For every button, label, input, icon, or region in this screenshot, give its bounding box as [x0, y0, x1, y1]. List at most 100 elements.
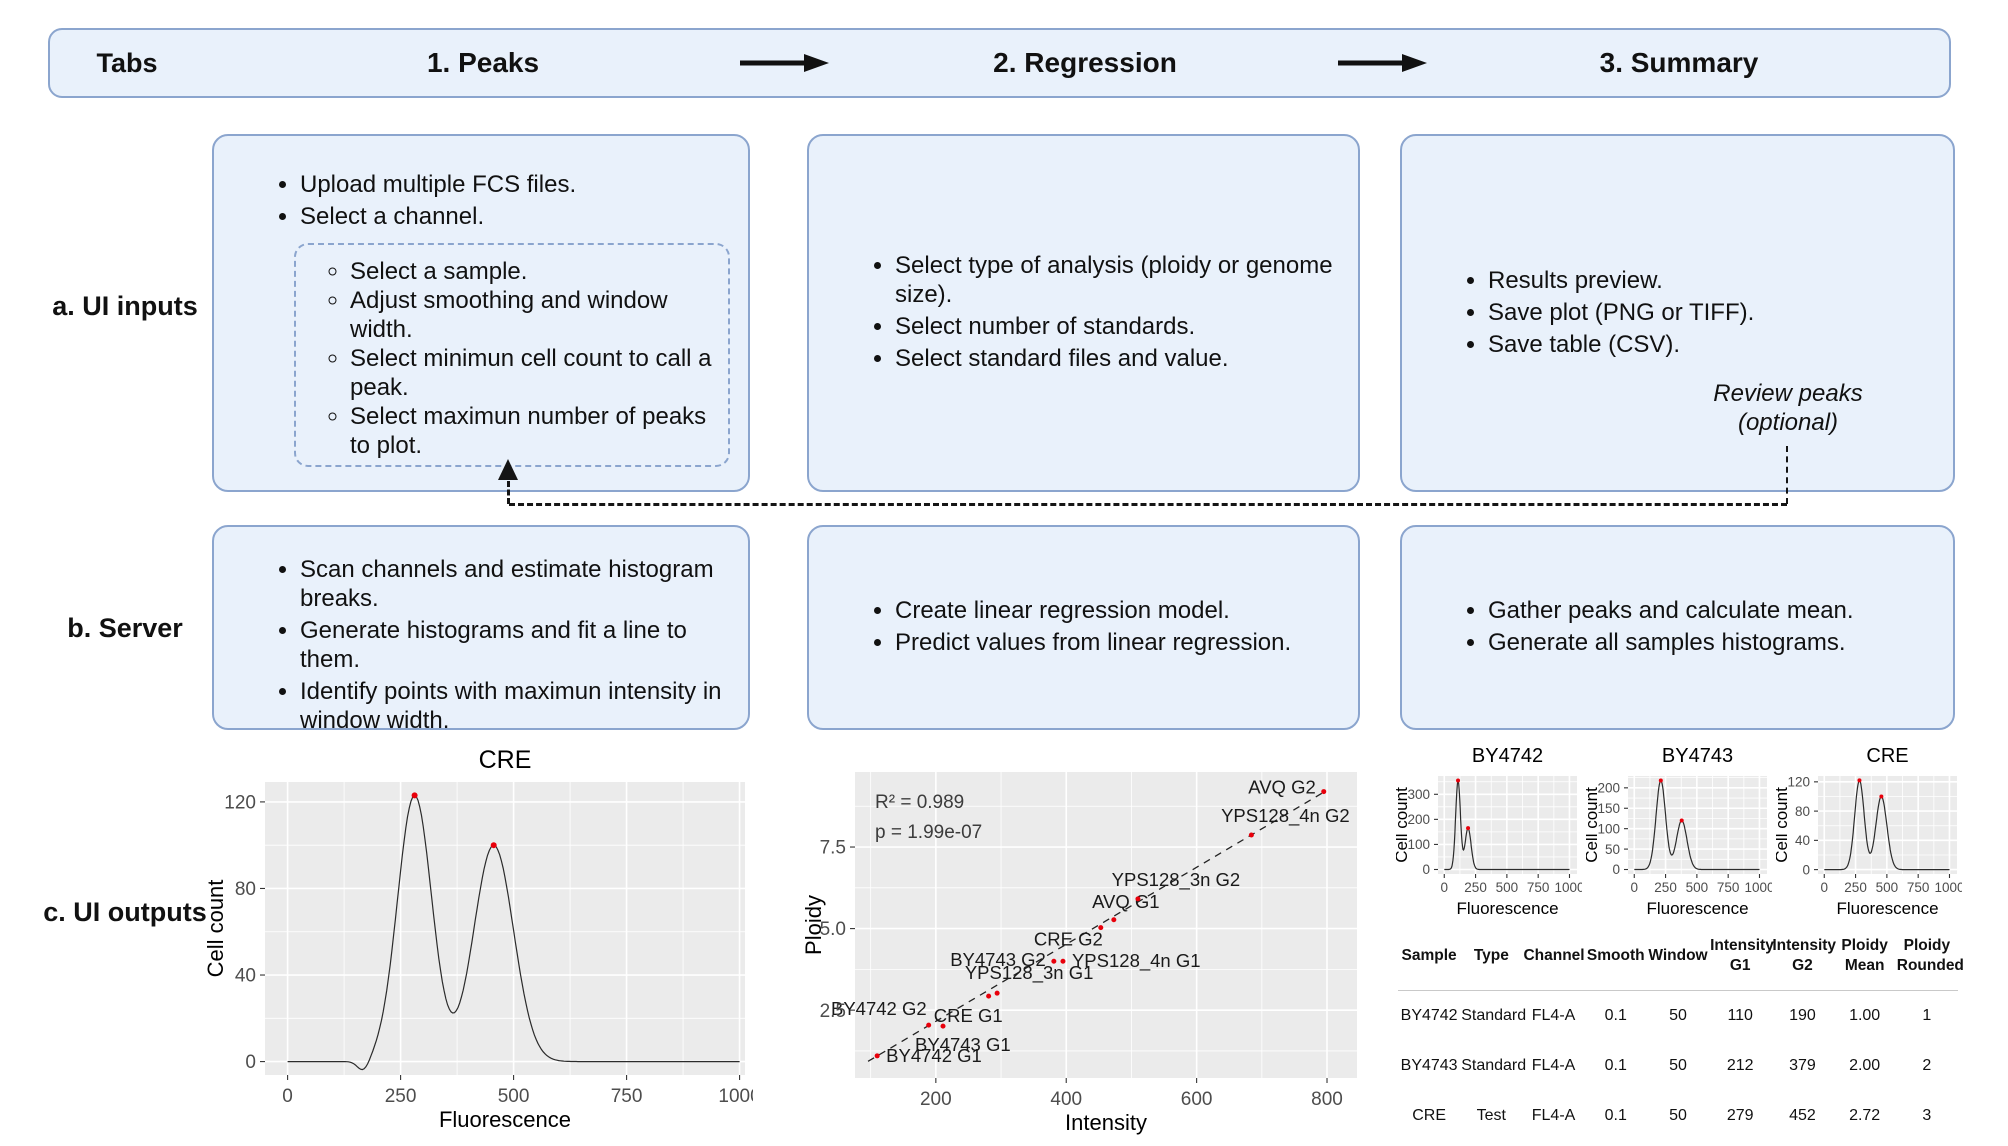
svg-text:Cell count: Cell count — [1396, 787, 1411, 863]
table-cell: FL4-A — [1531, 1107, 1576, 1125]
bullet-item: Save table (CSV). — [1488, 330, 1937, 359]
svg-text:CRE G2: CRE G2 — [1034, 929, 1103, 950]
svg-text:500: 500 — [498, 1086, 530, 1107]
ui-inputs-peaks-list: Upload multiple FCS files.Select a chann… — [270, 170, 734, 231]
connector-horizontal — [509, 503, 1787, 506]
table-cell: 50 — [1669, 1007, 1687, 1025]
table-cell: 50 — [1669, 1107, 1687, 1125]
results-header-cell: Sample — [1398, 928, 1461, 992]
table-cell: 50 — [1669, 1057, 1687, 1075]
svg-text:0: 0 — [1631, 880, 1639, 895]
bullet-item: Results preview. — [1488, 266, 1937, 295]
bullet-item: Generate all samples histograms. — [1488, 628, 1937, 657]
ui-inputs-regression-box: Select type of analysis (ploidy or genom… — [807, 134, 1360, 492]
svg-text:BY4743: BY4743 — [1662, 748, 1733, 767]
table-cell: 190 — [1789, 1007, 1816, 1025]
svg-text:750: 750 — [1717, 880, 1740, 895]
table-cell: 3 — [1922, 1107, 1932, 1125]
table-cell: 2.72 — [1849, 1107, 1881, 1125]
results-header-cell: Intensity G1 — [1709, 928, 1774, 992]
tab-summary: 3. Summary — [1599, 47, 1759, 78]
peak-options-dashed-box: Select a sample.Adjust smoothing and win… — [294, 243, 730, 467]
svg-text:Cell count: Cell count — [1776, 787, 1791, 863]
svg-text:YPS128_3n G2: YPS128_3n G2 — [1112, 869, 1241, 891]
svg-text:200: 200 — [1597, 781, 1620, 796]
bullet-item: Select maximun number of peaks to plot. — [350, 402, 718, 460]
svg-text:800: 800 — [1311, 1089, 1343, 1110]
svg-text:BY4743 G1: BY4743 G1 — [915, 1034, 1011, 1055]
svg-text:500: 500 — [1496, 880, 1519, 895]
table-cell: 0.1 — [1604, 1007, 1627, 1025]
svg-text:p = 1.99e-07: p = 1.99e-07 — [875, 822, 982, 843]
svg-text:0: 0 — [1441, 880, 1449, 895]
svg-text:BY4742: BY4742 — [1472, 748, 1543, 767]
ui-inputs-summary-box: Results preview. Save plot (PNG or TIFF).… — [1400, 134, 1955, 492]
bullet-item: Upload multiple FCS files. — [300, 170, 734, 199]
svg-text:1000: 1000 — [1934, 880, 1962, 895]
svg-text:300: 300 — [1407, 787, 1430, 802]
table-cell: 1.00 — [1849, 1007, 1881, 1025]
row-label-server: b. Server — [67, 613, 183, 643]
row-label-ui-outputs: c. UI outputs — [43, 897, 207, 927]
bullet-item: Gather peaks and calculate mean. — [1488, 596, 1937, 625]
svg-text:100: 100 — [1407, 837, 1430, 852]
bullet-item: Predict values from linear regression. — [895, 628, 1342, 657]
results-header-cell: Intensity G2 — [1771, 928, 1836, 992]
table-cell: 279 — [1726, 1107, 1754, 1125]
svg-text:Cell count: Cell count — [1586, 787, 1601, 863]
table-cell: 379 — [1789, 1057, 1816, 1075]
svg-text:Cell count: Cell count — [205, 880, 228, 978]
server-summary-list: Gather peaks and calculate mean. Generate… — [1458, 596, 1937, 660]
svg-text:BY4743 G2: BY4743 G2 — [950, 949, 1046, 970]
svg-text:250: 250 — [1844, 880, 1867, 895]
bullet-item: Create linear regression model. — [895, 596, 1342, 625]
table-cell: 452 — [1789, 1107, 1816, 1125]
svg-text:100: 100 — [1597, 821, 1620, 836]
svg-text:0: 0 — [245, 1052, 256, 1073]
table-cell: 0.1 — [1604, 1057, 1627, 1075]
connector-vertical-right — [1786, 446, 1788, 504]
svg-text:750: 750 — [1907, 880, 1930, 895]
svg-text:400: 400 — [1050, 1089, 1082, 1110]
table-cell: 212 — [1726, 1057, 1754, 1075]
svg-text:0: 0 — [1821, 880, 1829, 895]
arrow-right-icon — [1338, 54, 1427, 72]
svg-text:50: 50 — [1605, 842, 1620, 857]
svg-text:CRE G1: CRE G1 — [934, 1005, 1003, 1026]
bullet-item: Save plot (PNG or TIFF). — [1488, 298, 1937, 327]
table-cell: BY4742 — [1400, 1007, 1458, 1025]
table-cell: 1 — [1922, 1007, 1932, 1025]
tab-peaks: 1. Peaks — [426, 47, 540, 78]
svg-text:250: 250 — [385, 1086, 417, 1107]
table-cell: Standard — [1461, 1057, 1527, 1075]
bullet-item: Identify points with maximun intensity i… — [300, 677, 734, 735]
svg-text:80: 80 — [1795, 804, 1810, 819]
svg-text:250: 250 — [1464, 880, 1487, 895]
table-cell: Test — [1476, 1107, 1506, 1125]
results-header-cell: Ploidy Mean — [1833, 928, 1896, 992]
review-peaks-note: Review peaks (optional) — [1713, 380, 1863, 436]
bullet-item: Select standard files and value. — [895, 344, 1342, 373]
svg-text:150: 150 — [1597, 801, 1620, 816]
peak-options-list: Select a sample.Adjust smoothing and win… — [322, 257, 718, 460]
table-cell: 2.00 — [1849, 1057, 1881, 1075]
arrow-right-icon — [740, 54, 829, 72]
svg-text:750: 750 — [611, 1086, 643, 1107]
server-summary-box: Gather peaks and calculate mean. Generate… — [1400, 525, 1955, 730]
server-regression-box: Create linear regression model. Predict v… — [807, 525, 1360, 730]
svg-text:600: 600 — [1181, 1089, 1213, 1110]
